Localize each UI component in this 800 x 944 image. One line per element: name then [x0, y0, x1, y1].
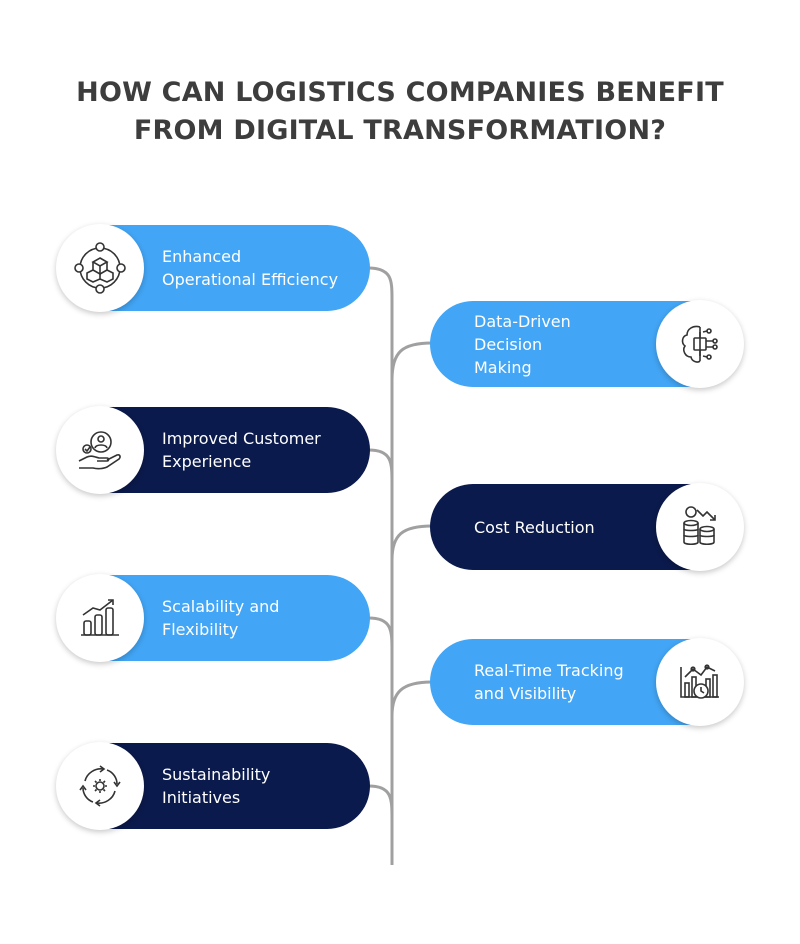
connector-6 — [390, 680, 433, 717]
connector-5 — [367, 616, 394, 653]
benefit-icon-badge — [56, 574, 144, 662]
connector-2 — [390, 341, 433, 381]
benefit-icon-badge — [56, 224, 144, 312]
title-line-1: HOW CAN LOGISTICS COMPANIES BENEFIT — [76, 77, 724, 108]
benefit-label: Real-Time Tracking and Visibility — [474, 661, 624, 703]
network-cubes-icon — [74, 242, 126, 294]
connector-3 — [367, 448, 394, 485]
benefit-label: Improved Customer Experience — [162, 429, 321, 471]
benefit-label: Enhanced Operational Efficiency — [162, 247, 339, 289]
connector-1 — [367, 266, 394, 301]
benefit-label: Data-Driven Decision Making — [474, 311, 571, 377]
connector-4 — [390, 524, 433, 561]
benefit-icon-badge — [656, 300, 744, 388]
page-title: HOW CAN LOGISTICS COMPANIES BENEFIT FROM… — [0, 74, 800, 150]
benefit-label: Cost Reduction — [474, 517, 595, 537]
growth-bars-icon — [81, 599, 119, 636]
coins-down-icon — [683, 506, 716, 546]
benefit-label: Scalability and Flexibility — [162, 597, 280, 639]
benefit-label: Sustainability Initiatives — [162, 765, 271, 807]
title-line-2: FROM DIGITAL TRANSFORMATION? — [133, 115, 667, 146]
chart-clock-icon — [680, 664, 719, 699]
recycle-gear-icon — [79, 765, 121, 807]
benefit-icon-badge — [56, 406, 144, 494]
benefit-icon-badge — [656, 638, 744, 726]
brain-circuit-icon — [681, 325, 718, 363]
benefit-icon-badge — [56, 742, 144, 830]
connector-7 — [367, 784, 394, 821]
hand-customer-icon — [78, 431, 121, 470]
benefit-icon-badge — [656, 483, 744, 571]
